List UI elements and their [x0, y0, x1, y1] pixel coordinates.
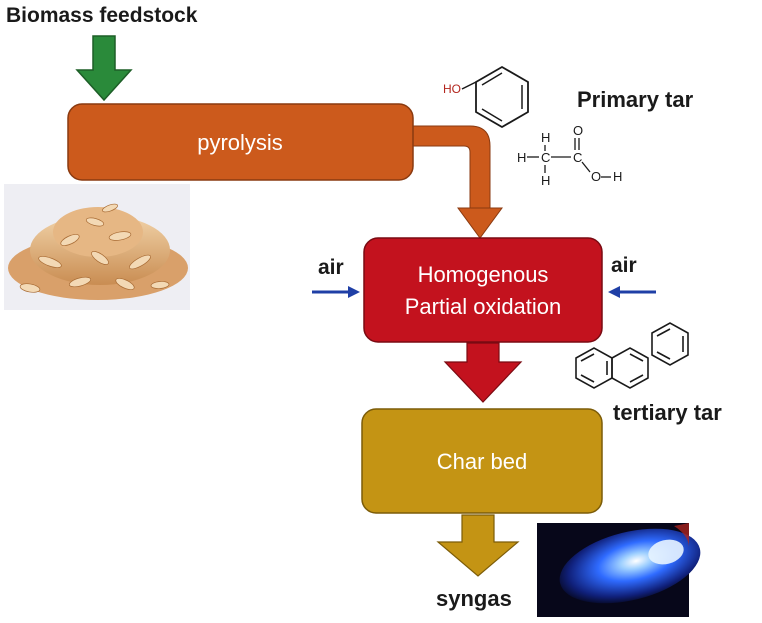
- acetic-acid-structure-icon: H H C H C O O H: [517, 123, 622, 188]
- acetic-h-right: H: [613, 169, 622, 184]
- acetic-h-top: H: [541, 130, 550, 145]
- air-left-arrow-icon: [312, 286, 360, 298]
- biomass-image: [4, 184, 190, 310]
- acetic-h-bottom: H: [541, 173, 550, 188]
- char-bed-outlet-arrow-icon: [436, 514, 520, 577]
- benzene-structure-icon: [651, 322, 689, 366]
- phenol-oh-label: HO: [443, 82, 461, 96]
- syngas-label: syngas: [436, 586, 512, 611]
- air-right-label: air: [611, 254, 637, 277]
- acetic-o-top: O: [573, 123, 583, 138]
- acetic-h-left: H: [517, 150, 526, 165]
- phenol-structure-icon: HO: [443, 65, 529, 129]
- oxidation-label-line2: Partial oxidation: [405, 294, 562, 319]
- tertiary-tar-label: tertiary tar: [613, 400, 722, 425]
- oxidation-box: [363, 237, 603, 343]
- acetic-c1: C: [541, 150, 550, 165]
- char-bed-label: Char bed: [437, 449, 528, 474]
- flame-image: [537, 523, 701, 617]
- oxidation-outlet-arrow-icon: [443, 342, 523, 403]
- acetic-o: O: [591, 169, 601, 184]
- air-left-label: air: [318, 256, 344, 279]
- feed-arrow-icon: [75, 35, 133, 102]
- oxidation-label-line1: Homogenous: [418, 262, 549, 287]
- air-right-arrow-icon: [608, 286, 656, 298]
- naphthalene-structure-icon: [575, 347, 649, 389]
- primary-tar-label: Primary tar: [577, 87, 694, 112]
- feedstock-label: Biomass feedstock: [6, 4, 198, 27]
- pyrolysis-outlet-arrow-head: [457, 207, 503, 239]
- pyrolysis-label: pyrolysis: [197, 130, 283, 155]
- pyrolysis-box: [67, 103, 414, 181]
- char-bed-box: [361, 408, 603, 514]
- pyrolysis-outlet-arrow-body: [409, 125, 491, 211]
- acetic-c2: C: [573, 150, 582, 165]
